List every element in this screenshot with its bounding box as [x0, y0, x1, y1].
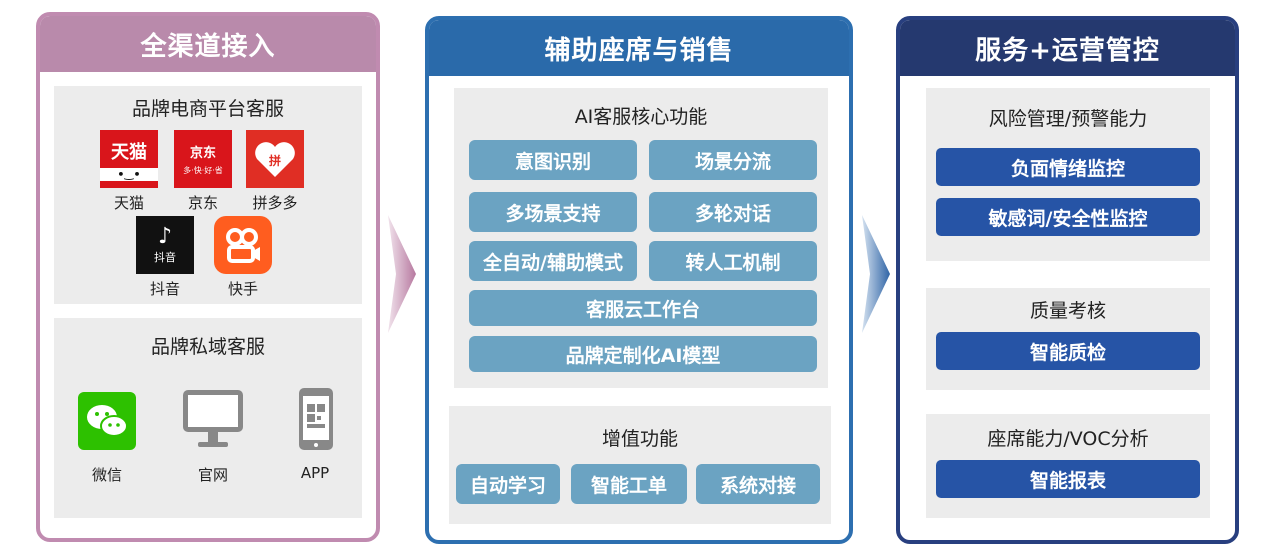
tmall-logo: 天猫 •‿•: [100, 130, 158, 188]
jd-logo: 京东 多·快·好·省: [174, 130, 232, 188]
pinduoduo-label: 拼多多: [252, 194, 298, 212]
smart-qa-button[interactable]: 智能质检: [936, 332, 1200, 370]
arrow-right-icon: [388, 215, 416, 333]
douyin-label: 抖音: [149, 280, 180, 298]
auto-assist-mode-button[interactable]: 全自动/辅助模式: [469, 241, 637, 281]
tmall-label: 天猫: [113, 194, 144, 212]
channel-access-column: 全渠道接入 品牌电商平台客服 天猫 •‿• 天猫 京东 多·快·好·省 京东 拼…: [36, 12, 380, 542]
scene-routing-button[interactable]: 场景分流: [649, 140, 817, 180]
svg-text:拼: 拼: [269, 153, 281, 168]
pinduoduo-logo: 拼: [246, 130, 304, 188]
seat-voc-panel: 座席能力/VOC分析 智能报表: [926, 414, 1210, 518]
smart-ticket-button[interactable]: 智能工单: [571, 464, 687, 504]
private-domain-panel: 品牌私域客服 微信 官网: [54, 318, 362, 518]
douyin-logo: ♪ 抖音: [136, 216, 194, 274]
multi-turn-button[interactable]: 多轮对话: [649, 192, 817, 232]
service-cloud-button[interactable]: 客服云工作台: [469, 290, 817, 326]
value-added-title: 增值功能: [601, 428, 678, 450]
custom-ai-model-button[interactable]: 品牌定制化AI模型: [469, 336, 817, 372]
multi-scene-button[interactable]: 多场景支持: [469, 192, 637, 232]
agent-assist-column: 辅助座席与销售 AI客服核心功能 意图识别 场景分流 多场景支持 多轮对话 全自…: [425, 16, 853, 544]
camera-icon: [226, 228, 260, 263]
system-integration-button[interactable]: 系统对接: [696, 464, 820, 504]
risk-panel: 风险管理/预警能力 负面情绪监控 敏感词/安全性监控: [926, 88, 1210, 261]
sensitive-word-button[interactable]: 敏感词/安全性监控: [936, 198, 1200, 236]
auto-learning-button[interactable]: 自动学习: [456, 464, 560, 504]
ai-core-panel: AI客服核心功能 意图识别 场景分流 多场景支持 多轮对话 全自动/辅助模式 转…: [454, 88, 828, 388]
wechat-icon: [78, 392, 136, 450]
intent-recognition-button[interactable]: 意图识别: [469, 140, 637, 180]
kuaishou-logo: [214, 216, 272, 274]
arrow-right-icon: [862, 215, 890, 333]
monitor-icon: [180, 386, 246, 452]
ecommerce-panel-title: 品牌电商平台客服: [131, 98, 284, 120]
quality-panel: 质量考核 智能质检: [926, 288, 1210, 390]
risk-title: 风险管理/预警能力: [988, 108, 1148, 130]
value-added-panel: 增值功能 自动学习 智能工单 系统对接: [449, 406, 831, 524]
private-domain-title: 品牌私域客服: [150, 336, 265, 358]
ecommerce-panel: 品牌电商平台客服 天猫 •‿• 天猫 京东 多·快·好·省 京东 拼 拼多多 ♪…: [54, 86, 362, 304]
kuaishou-label: 快手: [227, 280, 258, 298]
negative-emotion-button[interactable]: 负面情绪监控: [936, 148, 1200, 186]
seat-voc-title: 座席能力/VOC分析: [987, 428, 1149, 450]
app-label: APP: [300, 464, 330, 482]
agent-assist-title: 辅助座席与销售: [429, 20, 849, 76]
ops-control-title: 服务+运营管控: [900, 20, 1235, 76]
phone-icon: [292, 384, 340, 454]
website-label: 官网: [197, 466, 228, 484]
smart-report-button[interactable]: 智能报表: [936, 460, 1200, 498]
ops-control-column: 服务+运营管控 风险管理/预警能力 负面情绪监控 敏感词/安全性监控 质量考核 …: [896, 16, 1239, 544]
jd-label: 京东: [187, 194, 218, 212]
ai-core-title: AI客服核心功能: [574, 106, 708, 128]
human-transfer-button[interactable]: 转人工机制: [649, 241, 817, 281]
heart-icon: 拼: [255, 142, 295, 177]
wechat-label: 微信: [91, 466, 122, 484]
quality-title: 质量考核: [1029, 300, 1106, 322]
channel-access-title: 全渠道接入: [40, 16, 376, 72]
